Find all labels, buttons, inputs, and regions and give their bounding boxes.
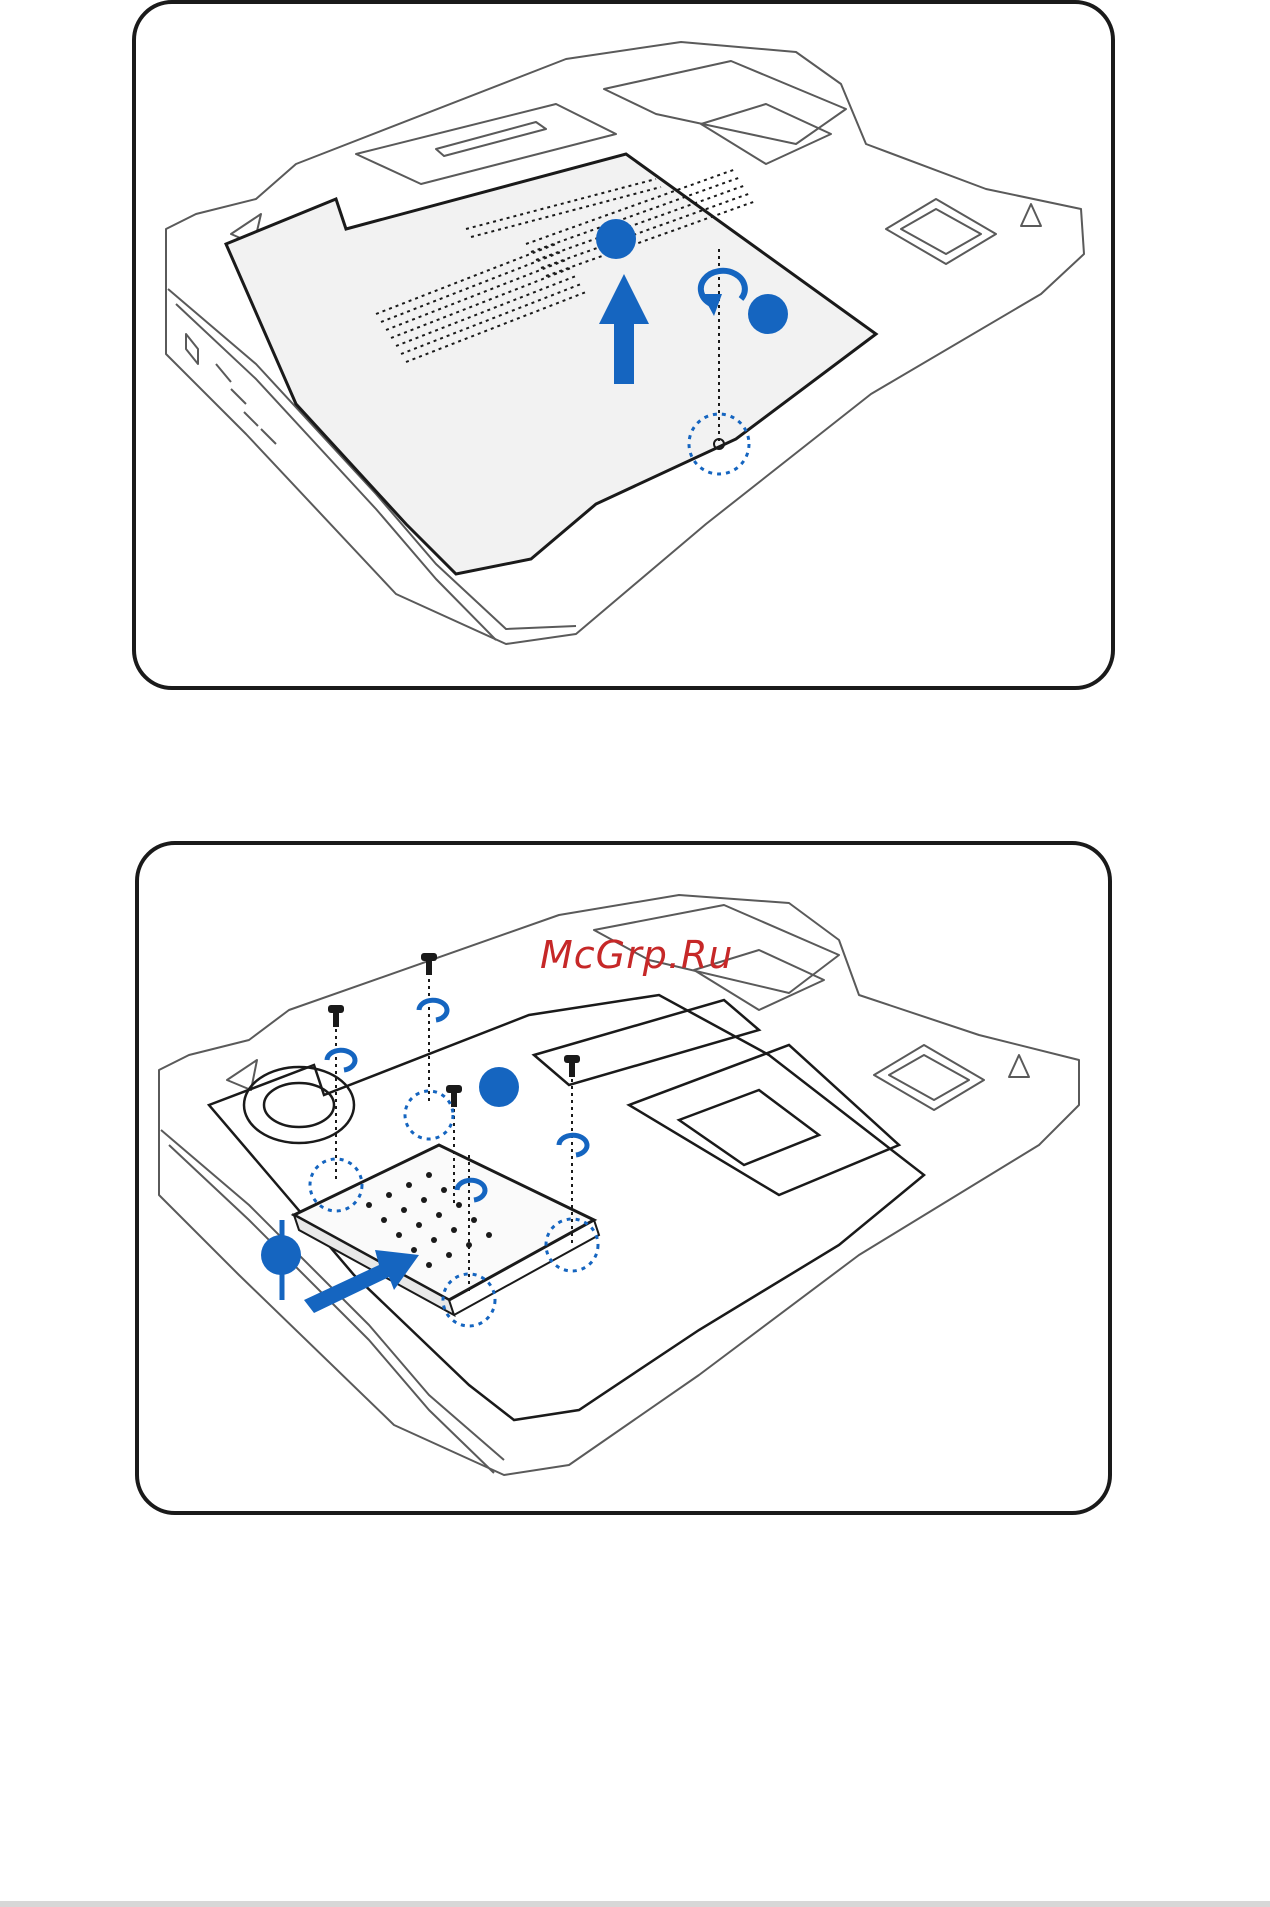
access-cover bbox=[226, 154, 876, 574]
watermark-text: McGrp.Ru bbox=[540, 933, 733, 977]
step-2-marker bbox=[748, 294, 788, 334]
page-footer-bar bbox=[0, 1901, 1270, 1907]
laptop-bottom-illustration bbox=[136, 4, 1115, 690]
step-1-marker bbox=[479, 1067, 519, 1107]
illustration-panel-remove-cover bbox=[132, 0, 1115, 690]
step-1-marker bbox=[596, 219, 636, 259]
step-2-marker bbox=[261, 1235, 301, 1275]
